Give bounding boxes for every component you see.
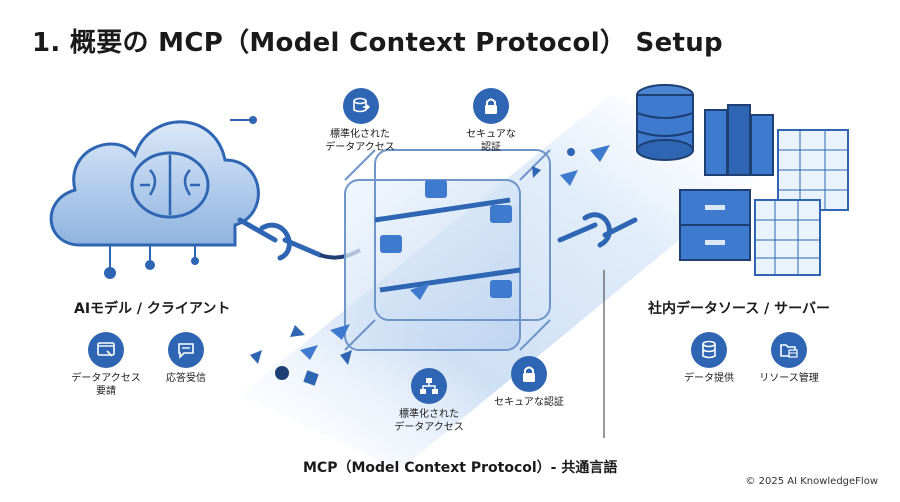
left-item-2-label: 応答受信: [166, 373, 206, 384]
stream-shapes: [250, 148, 575, 386]
hierarchy-icon: [411, 368, 447, 404]
left-connector-icon: [237, 217, 323, 261]
right-item-2-label: リソース管理: [759, 373, 819, 384]
ai-cloud-icon: [49, 116, 260, 279]
page-title: 1. 概要の MCP（Model Context Protocol） Setup: [32, 28, 723, 58]
lock-icon: [511, 356, 547, 392]
database-stack-icon: [636, 84, 694, 161]
right-connector-icon: [557, 212, 638, 248]
left-item-1-label: データアクセス 要請: [71, 373, 141, 397]
stream-arrows: [300, 145, 610, 360]
bottom-feature-1-label: 標準化された データアクセス: [394, 409, 464, 433]
mcp-hub-cube: [344, 149, 551, 351]
right-item-1-label: データ提供: [684, 373, 734, 384]
right-section-heading: 社内データソース / サーバー: [648, 301, 831, 317]
binders-icon: [704, 104, 849, 211]
file-cabinet-icon: [679, 189, 821, 276]
chat-response-icon: [168, 332, 204, 368]
browser-request-icon: [88, 332, 124, 368]
copyright-text: © 2025 AI KnowledgeFlow: [745, 476, 878, 487]
top-feature-2-label: セキュアな 認証: [466, 129, 516, 153]
lock-icon: [473, 88, 509, 124]
database-sync-icon: [343, 88, 379, 124]
folder-table-icon: [771, 332, 807, 368]
top-feature-1-label: 標準化された データアクセス: [325, 129, 395, 153]
bottom-feature-2-label: セキュアな認証: [494, 397, 564, 408]
footer-caption: MCP（Model Context Protocol）- 共通言語: [303, 460, 618, 476]
database-icon: [691, 332, 727, 368]
left-section-heading: AIモデル / クライアント: [74, 301, 231, 317]
